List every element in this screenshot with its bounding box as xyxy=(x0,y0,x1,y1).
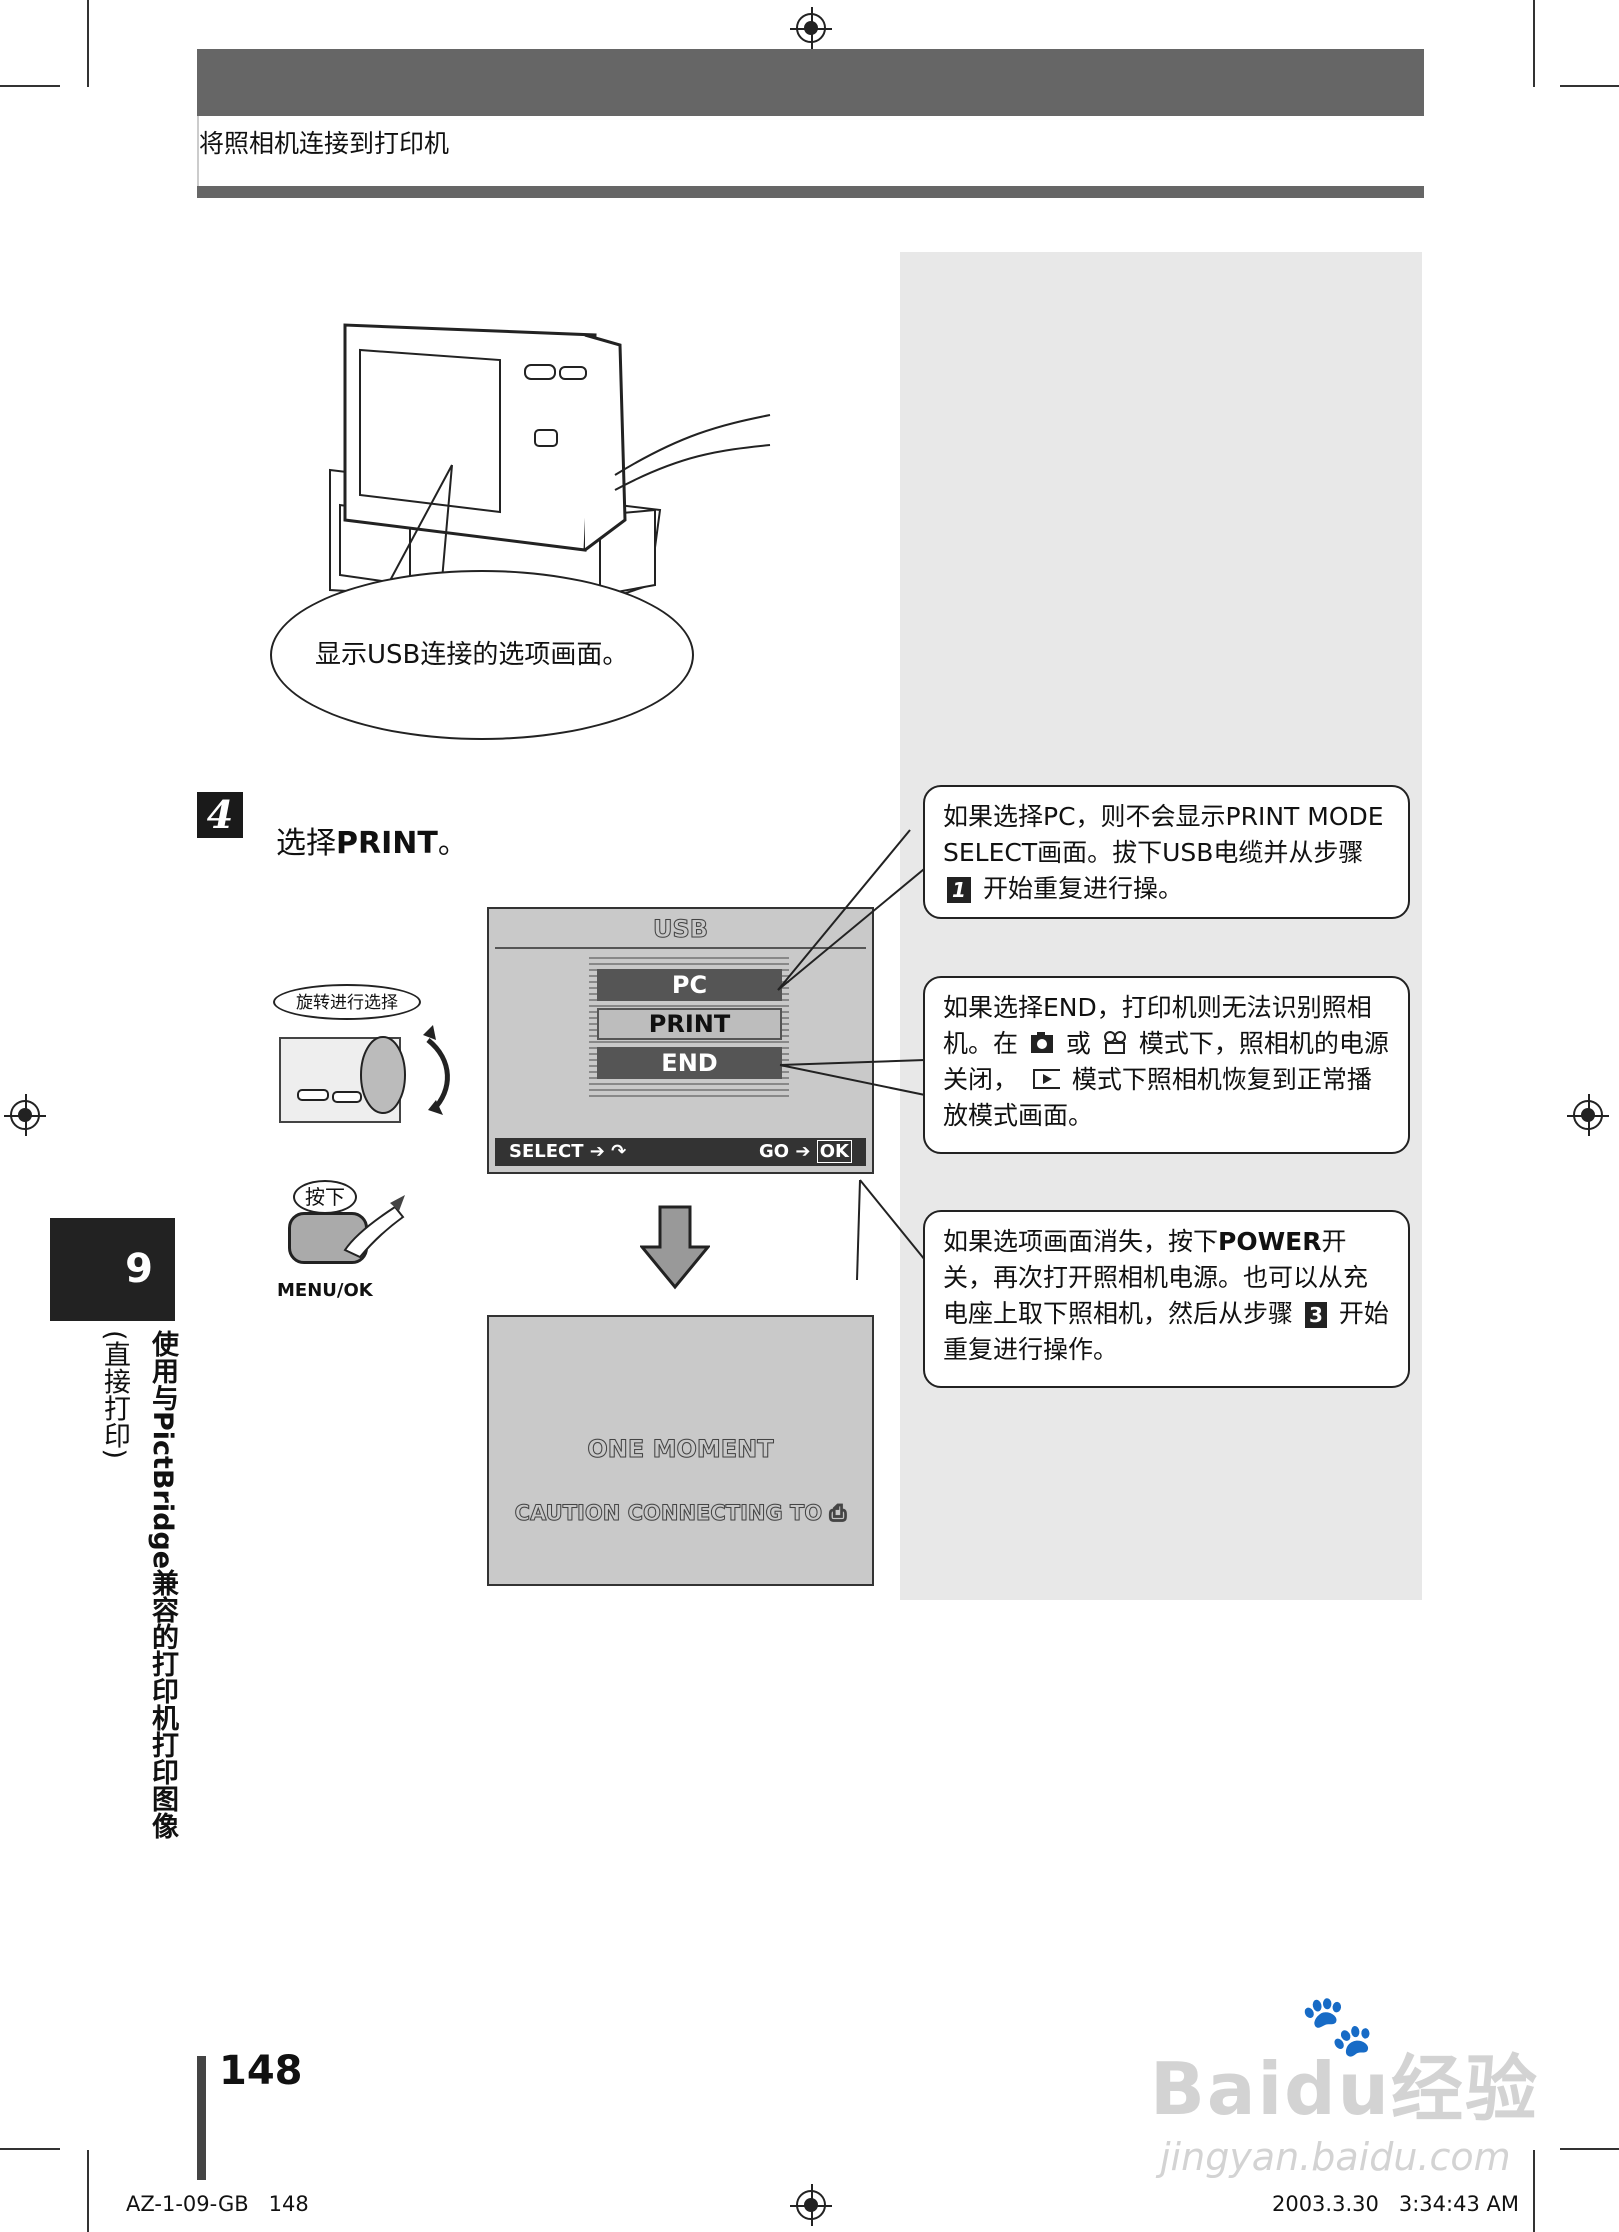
menu-option-print[interactable]: PRINT xyxy=(597,1008,782,1040)
note-vanish: 如果选项画面消失，按下POWER开关，再次打开照相机电源。也可以从充电座上取下照… xyxy=(923,1210,1410,1388)
step-text-suffix: 。 xyxy=(437,826,468,861)
usb-select-screen: USB PC PRINT END SELECT ➔ ↷ GO ➔ OK xyxy=(487,907,874,1174)
step-badge-icon: 3 xyxy=(1304,1302,1327,1328)
note-pc-text: 如果选择PC，则不会显示PRINT MODE SELECT画面。拔下USB电缆并… xyxy=(943,802,1384,867)
rotate-label: 旋转进行选择 xyxy=(273,984,421,1020)
watermark: 🐾 Baidu经验 jingyan.baidu.com xyxy=(1150,1991,1539,2179)
down-arrow-icon xyxy=(640,1205,710,1290)
header-rule xyxy=(197,186,1424,198)
crop-mark xyxy=(87,0,89,87)
crop-mark xyxy=(1533,2150,1535,2232)
crop-mark xyxy=(0,2148,60,2150)
dial-icon: ↷ xyxy=(611,1141,627,1162)
screen-title: USB xyxy=(652,915,709,944)
step-instruction: 选择PRINT。 xyxy=(276,818,468,862)
finger-icon xyxy=(343,1195,405,1259)
chapter-number: 9 xyxy=(50,1218,175,1321)
step-text-bold: PRINT xyxy=(336,826,438,861)
crop-mark xyxy=(87,2150,89,2232)
header-bar xyxy=(197,49,1424,116)
note-vanish-bold: POWER xyxy=(1218,1227,1322,1256)
watermark-brand: Baidu经验 xyxy=(1150,2047,1539,2131)
wait-line-2: CAUTION CONNECTING TO ⎙ xyxy=(489,1501,872,1526)
note-vanish-text-2: 开关，再次打开照相机电源。也可以从充电座上取下照相机，然后从步骤 xyxy=(943,1227,1369,1328)
callout-bubble xyxy=(270,570,694,740)
registration-mark-icon xyxy=(790,7,832,49)
movie-icon xyxy=(1103,1031,1126,1054)
note-pc-text-2: 开始重复进行操。 xyxy=(982,874,1183,903)
crop-mark xyxy=(0,85,60,87)
press-label: 按下 xyxy=(293,1180,357,1214)
header-divider xyxy=(197,116,199,186)
wait-line-2-text: CAUTION CONNECTING TO xyxy=(514,1501,823,1526)
registration-mark-icon xyxy=(1567,1094,1609,1136)
dial-illustration xyxy=(279,1025,450,1123)
playback-icon xyxy=(1032,1069,1060,1089)
step-text-prefix: 选择 xyxy=(276,826,336,861)
note-vanish-text-3: 开始重复进行操作。 xyxy=(943,1299,1389,1364)
bar-select-label: SELECT xyxy=(509,1141,584,1162)
note-end-text-2: 或 xyxy=(1065,1029,1091,1058)
note-end-text-4: 模式下照相机恢复到正常播放模式画面。 xyxy=(943,1065,1372,1130)
chapter-subtitle: (直接打印) xyxy=(99,1330,130,1460)
printer-icon: ⎙ xyxy=(829,1501,847,1526)
note-pc: 如果选择PC，则不会显示PRINT MODE SELECT画面。拔下USB电缆并… xyxy=(923,785,1410,919)
note-vanish-text-1: 如果选项画面消失，按下 xyxy=(943,1227,1219,1256)
connecting-screen: ONE MOMENT CAUTION CONNECTING TO ⎙ xyxy=(487,1315,874,1586)
arrow-right-icon: ➔ xyxy=(589,1141,605,1162)
registration-mark-icon xyxy=(4,1094,46,1136)
registration-mark-icon xyxy=(790,2184,832,2226)
screen-title-rule xyxy=(495,947,866,949)
crop-mark xyxy=(1533,0,1535,87)
footer-left: AZ-1-09-GB 148 xyxy=(126,2192,309,2216)
step-badge-icon: 1 xyxy=(947,877,971,903)
watermark-paw-icon: 🐾 xyxy=(1300,1991,1375,2061)
camera-icon xyxy=(1030,1032,1053,1053)
page-number: 148 xyxy=(219,2048,303,2094)
wait-line-1: ONE MOMENT xyxy=(587,1435,774,1464)
camera-dock-illustration xyxy=(329,323,771,605)
note-end: 如果选择END，打印机则无法识别照相机。在 或 模式下，照相机的电源关闭， 模式… xyxy=(923,976,1410,1154)
screen-status-bar: SELECT ➔ ↷ GO ➔ OK xyxy=(495,1138,866,1166)
button-label: MENU/OK xyxy=(277,1280,373,1301)
callout-pointers xyxy=(777,829,936,1281)
page-title: 将照相机连接到打印机 xyxy=(199,129,450,158)
chapter-title: 使用与PictBridge兼容的打印机打印图像 xyxy=(147,1330,178,1840)
ok-icon: OK xyxy=(816,1140,852,1163)
bar-go-label: GO xyxy=(759,1141,790,1162)
page-number-bar xyxy=(197,2056,206,2180)
callout-text: 显示USB连接的选项画面。 xyxy=(315,640,629,670)
notes-panel xyxy=(900,252,1422,1600)
arrow-right-icon: ➔ xyxy=(795,1141,811,1162)
note-end-text-1: 如果选择END，打印机则无法识别照相机。在 xyxy=(943,993,1372,1058)
watermark-url: jingyan.baidu.com xyxy=(1160,2135,1511,2179)
crop-mark xyxy=(1560,2148,1619,2150)
footer-right: 2003.3.30 3:34:43 AM xyxy=(1271,2192,1519,2216)
menu-option-end[interactable]: END xyxy=(597,1047,782,1079)
menu-option-pc[interactable]: PC xyxy=(597,969,782,1001)
crop-mark xyxy=(1560,85,1619,87)
step-number: 4 xyxy=(197,792,243,838)
note-end-text-3: 模式下，照相机的电源关闭， xyxy=(943,1029,1389,1094)
